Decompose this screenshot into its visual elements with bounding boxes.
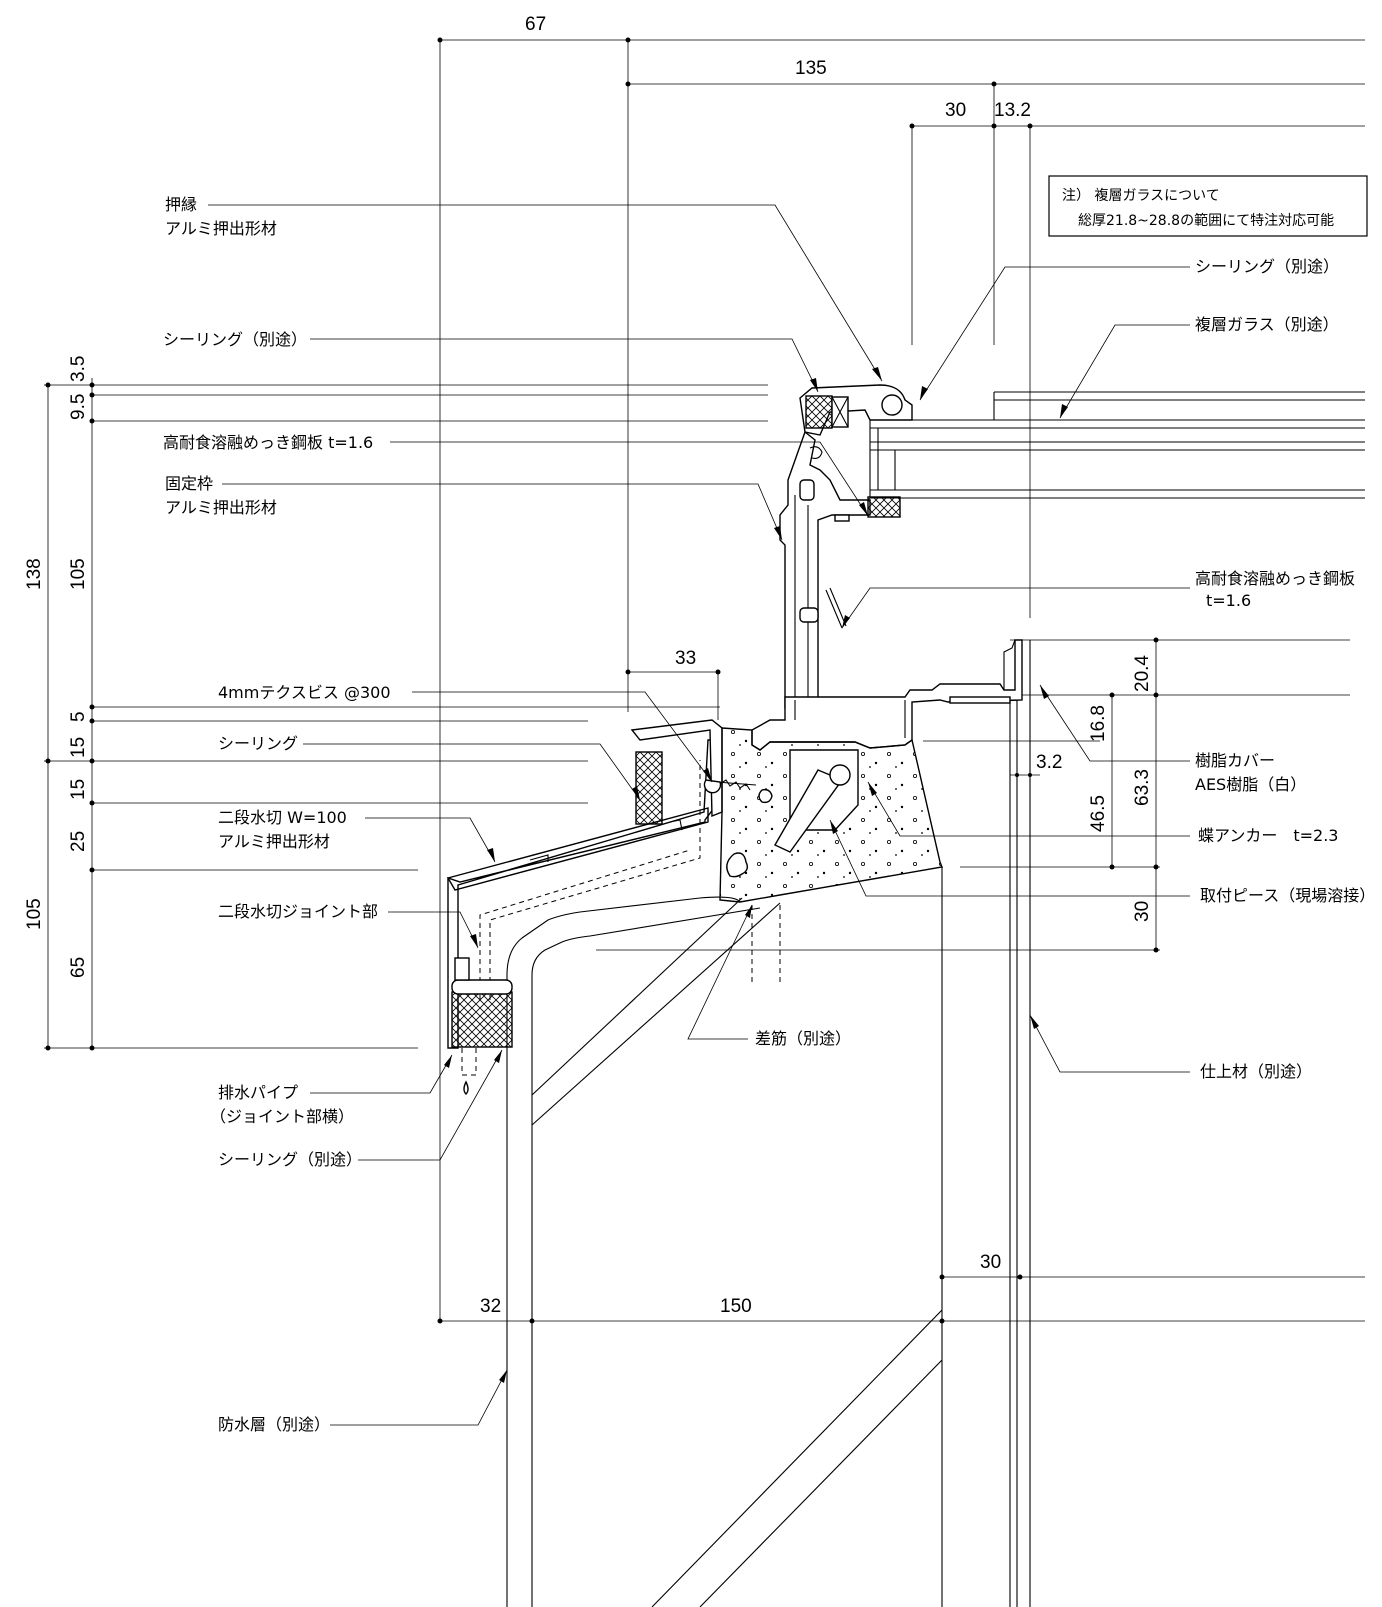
label-drain-pipe-location: （ジョイント部横） [210,1107,354,1126]
label-tex-screw: 4mmテクスビス @300 [218,683,391,702]
dim-65: 65 [68,957,89,978]
label-oshibuchi-material: アルミ押出形材 [165,219,277,238]
label-sealing-mid: シーリング [218,734,298,753]
sill-drip [446,719,723,1095]
dim-15-b: 15 [68,779,89,800]
label-resin-cover-material: AES樹脂（白） [1195,775,1306,794]
label-double-glass: 複層ガラス（別途） [1195,315,1339,334]
dim-15-a: 15 [68,737,89,758]
dim-13-2: 13.2 [994,100,1031,121]
dim-30-right: 30 [1132,901,1153,922]
dim-30-top: 30 [945,100,966,121]
label-kotei-waku: 固定枠 [165,474,213,493]
label-sealing-upper-right: シーリング（別途） [1195,257,1339,276]
dim-33: 33 [675,648,696,669]
dim-138: 138 [24,558,45,590]
dim-3-5: 3.5 [68,356,89,382]
dim-9-5: 9.5 [68,394,89,420]
label-steel-plate-2-thickness: t=1.6 [1206,591,1251,610]
dim-67: 67 [525,14,546,35]
labels: 押縁 アルミ押出形材 シーリング（別途） 高耐食溶融めっき鋼板 t=1.6 固定… [163,195,1375,1434]
top-dimensions [437,37,1365,1320]
dim-3-2: 3.2 [1036,752,1062,773]
label-mizukiri: 二段水切 W=100 [218,808,347,827]
fixed-frame [751,384,1023,751]
dim-32: 32 [480,1296,501,1317]
dim-150: 150 [720,1296,752,1317]
label-sashikin: 差筋（別途） [755,1029,851,1048]
dim-16-8: 16.8 [1088,705,1109,742]
label-mizukiri-joint: 二段水切ジョイント部 [218,902,378,921]
label-shiagezai: 仕上材（別途） [1200,1062,1312,1081]
label-kotei-waku-material: アルミ押出形材 [165,498,277,517]
dim-25: 25 [68,831,89,852]
label-sealing-lower: シーリング（別途） [218,1150,362,1169]
dimension-texts: 67 135 30 13.2 33 3.2 30 32 150 138 105 … [24,14,1153,1317]
label-drain-pipe: 排水パイプ [218,1083,298,1102]
label-steel-plate-1: 高耐食溶融めっき鋼板 t=1.6 [163,433,373,452]
dim-63-3: 63.3 [1132,769,1153,806]
dim-5: 5 [68,711,89,722]
anchor-zone [703,727,943,985]
bottom-dimensions [437,1274,1365,1324]
right-dimensions [596,637,1350,953]
dim-135: 135 [795,58,827,79]
dim-46-5: 46.5 [1088,795,1109,832]
left-dimensions [44,378,768,1051]
label-butterfly-anchor: 蝶アンカー t=2.3 [1198,826,1339,845]
double-glass-unit [869,391,1365,499]
label-steel-plate-2: 高耐食溶融めっき鋼板 [1195,569,1355,588]
dim-105-a: 105 [68,558,89,590]
label-toritsuke-piece: 取付ピース（現場溶接） [1200,886,1375,905]
label-sealing-upper-left: シーリング（別途） [163,330,307,349]
dim-105-b: 105 [24,898,45,930]
dim-20-4: 20.4 [1132,655,1153,692]
note-line-1: 注） 複層ガラスについて [1062,187,1220,204]
dim-30-bottom: 30 [980,1252,1001,1273]
label-resin-cover: 樹脂カバー [1195,751,1275,770]
note-line-2: 総厚21.8~28.8の範囲にて特注対応可能 [1078,212,1334,229]
leader-lines [208,204,1190,1426]
label-mizukiri-material: アルミ押出形材 [218,832,330,851]
label-oshibuchi: 押縁 [165,195,197,214]
wall-structure [506,640,1031,1607]
note-box: 注） 複層ガラスについて 総厚21.8~28.8の範囲にて特注対応可能 [1048,175,1368,237]
label-waterproof: 防水層（別途） [218,1415,330,1434]
